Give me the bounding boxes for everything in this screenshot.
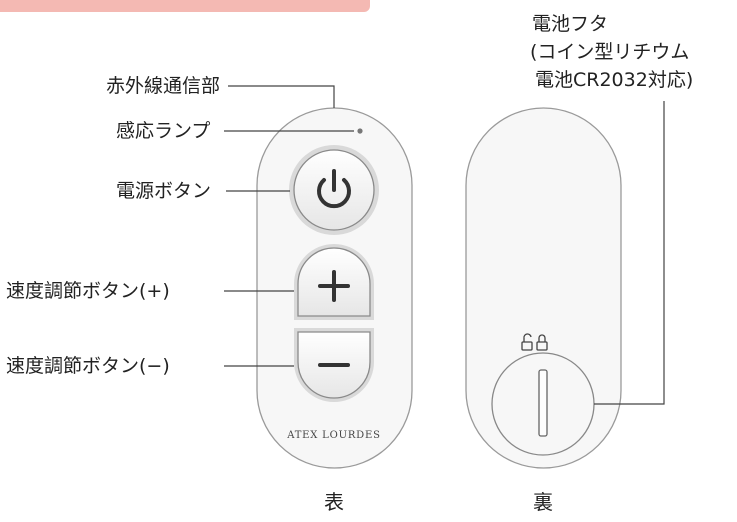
battery-cover-label-line3: 電池CR2032対応) <box>535 69 694 91</box>
speed-up-button-label: 速度調節ボタン(+) <box>6 280 170 302</box>
ir-callout-line <box>228 85 335 108</box>
lock-closed-icon <box>536 334 548 351</box>
brand-logo-text: ATEX LOURDES <box>286 430 381 441</box>
callout-lines <box>224 85 665 405</box>
front-caption: 表 <box>324 490 344 514</box>
sensor-lamp-label: 感応ランプ <box>116 120 211 142</box>
power-icon <box>317 169 351 209</box>
ir-port-label: 赤外線通信部 <box>106 75 221 97</box>
power-button[interactable] <box>289 145 379 235</box>
coin-slot <box>538 369 548 437</box>
battery-cover-label-line1: 電池フタ <box>532 13 609 35</box>
back-caption: 裏 <box>533 490 553 514</box>
speed-down-button-label: 速度調節ボタン(−) <box>6 355 170 377</box>
plus-icon <box>318 270 350 302</box>
speed-down-button[interactable] <box>294 328 374 402</box>
header-accent-tab <box>0 0 370 12</box>
battery-cover[interactable] <box>491 352 595 456</box>
sensor-lamp <box>357 128 363 134</box>
speed-up-button[interactable] <box>294 244 374 320</box>
lock-open-icon <box>521 333 533 351</box>
battery-callout-line <box>594 101 665 405</box>
battery-cover-label-line2: (コイン型リチウム <box>530 41 690 63</box>
power-button-label: 電源ボタン <box>116 180 212 202</box>
